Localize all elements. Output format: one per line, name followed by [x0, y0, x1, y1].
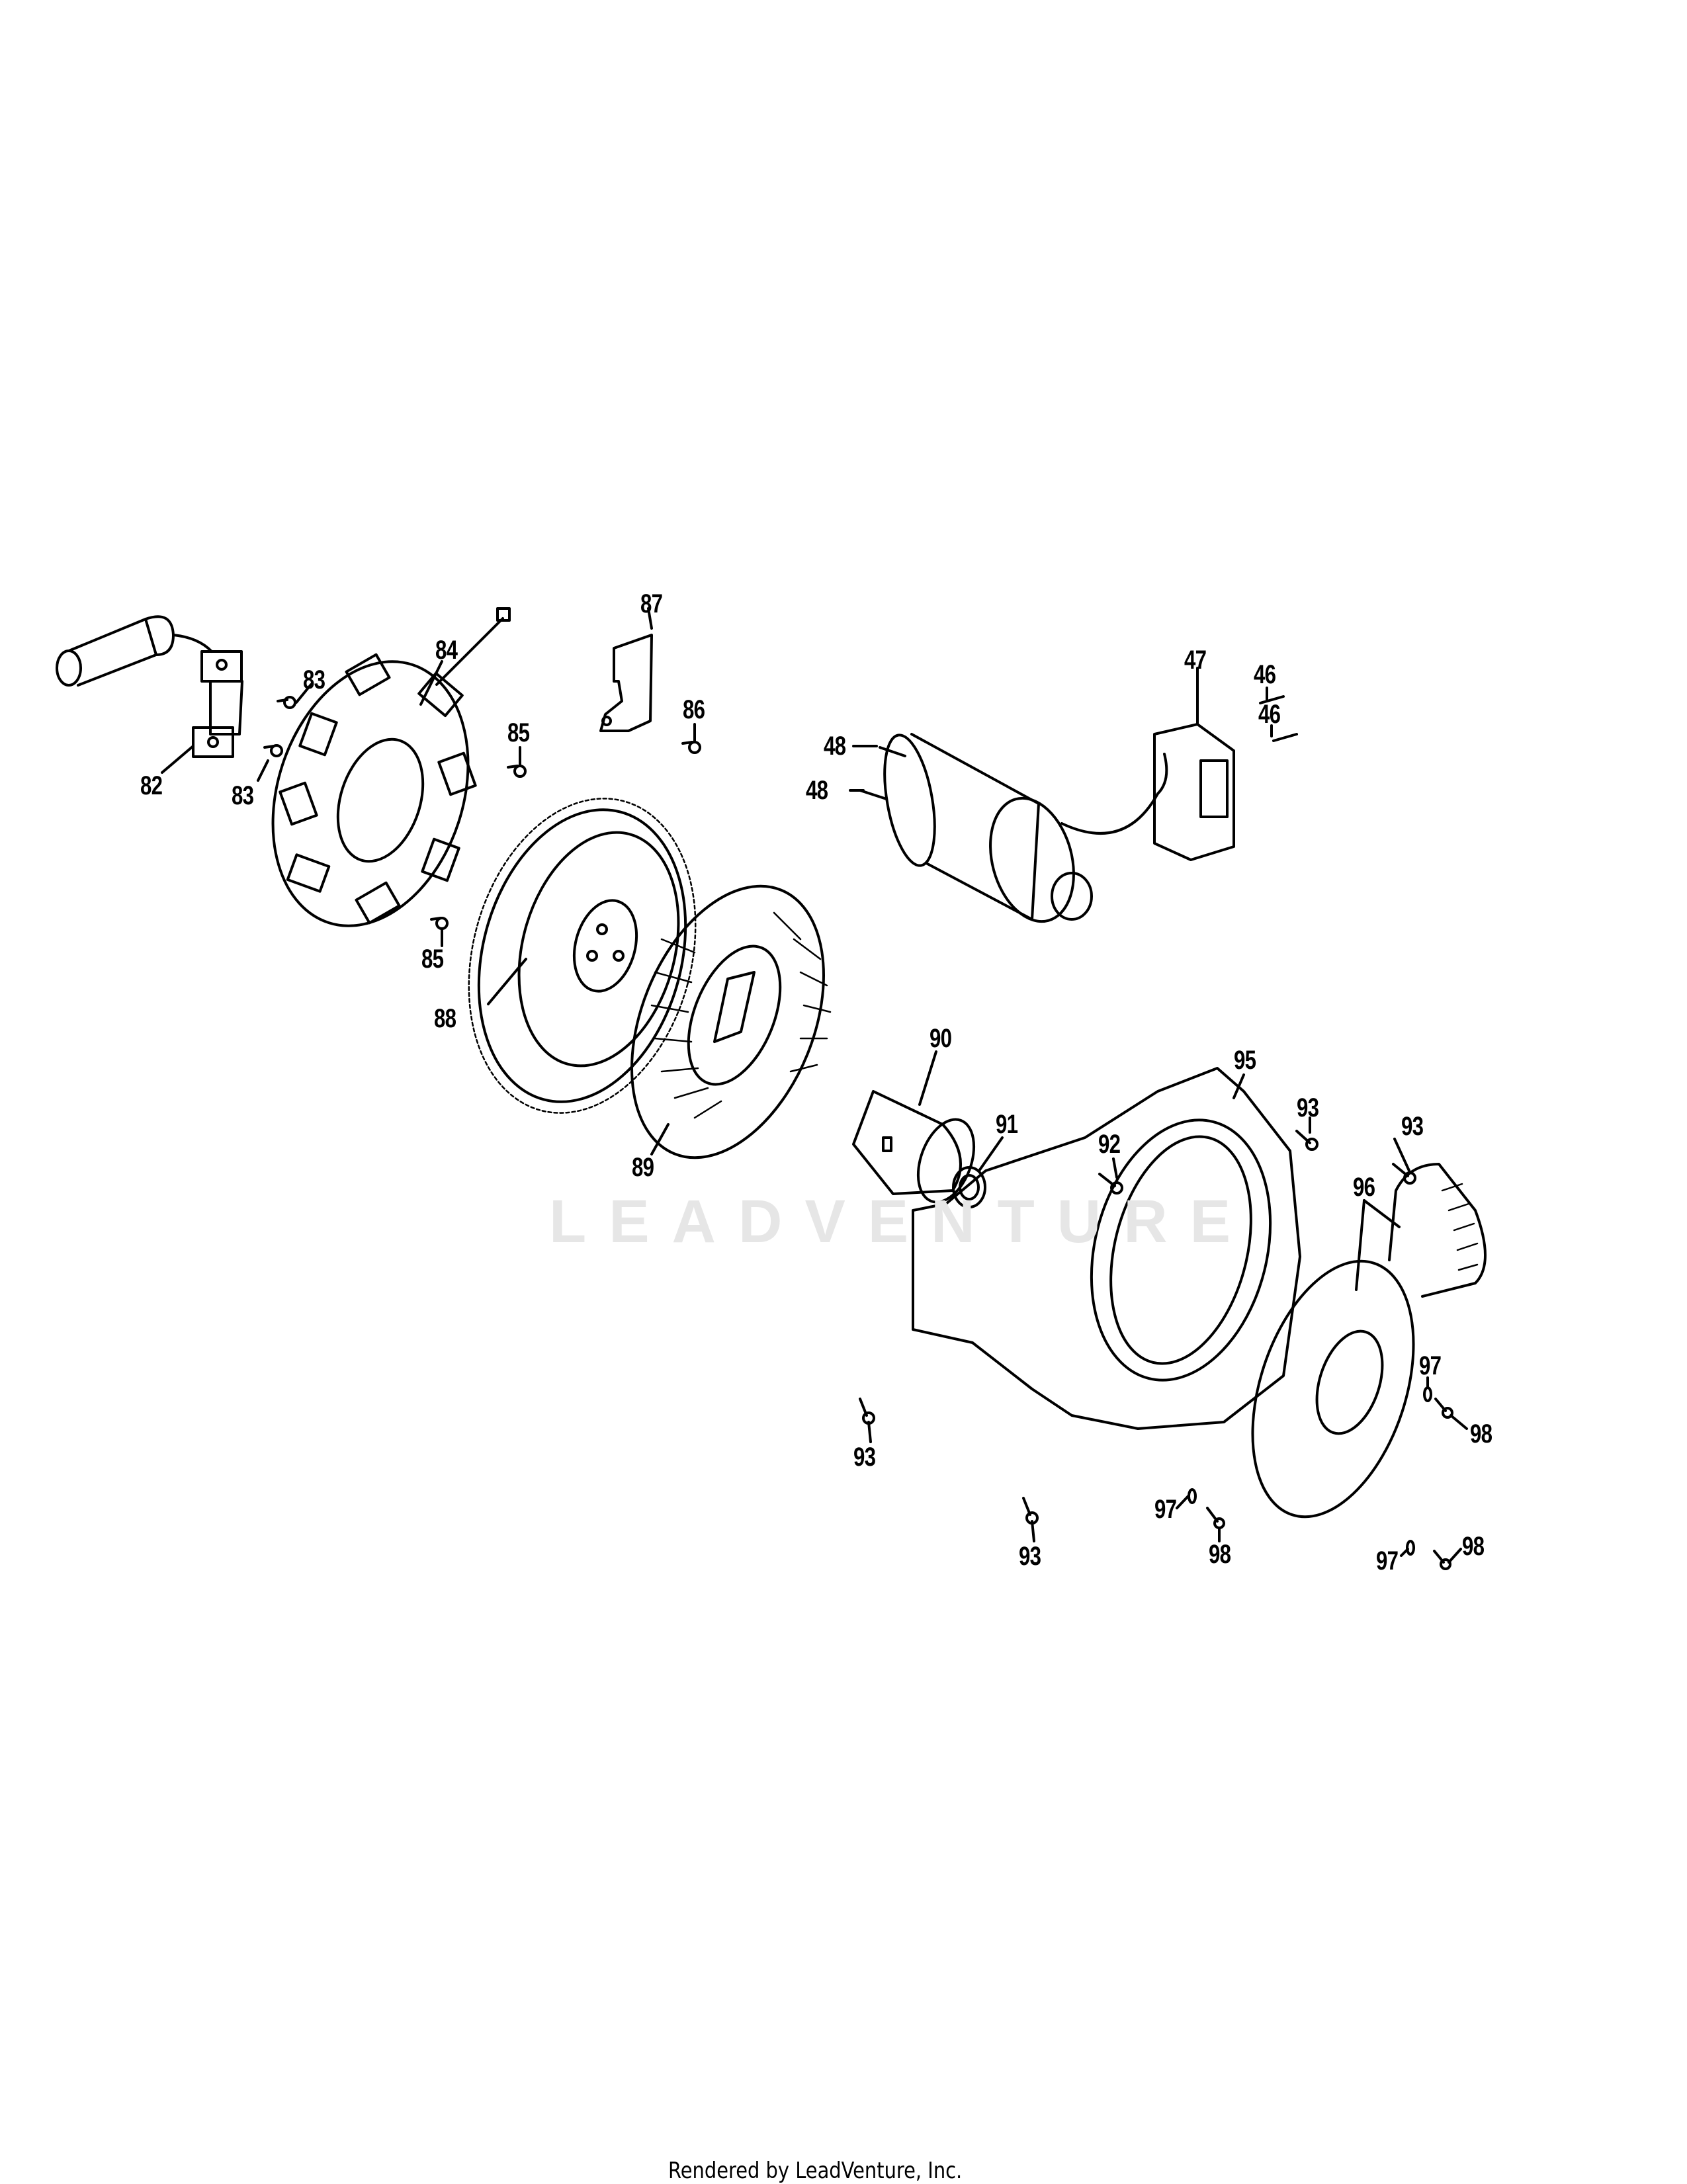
- callout-93[interactable]: 93: [1401, 1112, 1424, 1141]
- callout-96[interactable]: 96: [1353, 1173, 1375, 1202]
- watermark: LEADVENTURE: [549, 1188, 1254, 1255]
- callout-90[interactable]: 90: [930, 1024, 952, 1053]
- callout-47[interactable]: 47: [1184, 646, 1207, 675]
- callout-98[interactable]: 98: [1462, 1532, 1485, 1561]
- callout-84[interactable]: 84: [435, 636, 458, 665]
- callout-89[interactable]: 89: [632, 1153, 654, 1182]
- callout-48[interactable]: 48: [806, 776, 828, 805]
- callout-82[interactable]: 82: [140, 771, 163, 800]
- leader-lines: [161, 607, 1468, 1564]
- bracket-part: [599, 634, 653, 732]
- callout-86[interactable]: 86: [683, 695, 705, 724]
- small-bolts: [263, 696, 701, 930]
- callout-97[interactable]: 97: [1376, 1546, 1399, 1575]
- callout-83[interactable]: 83: [232, 781, 254, 810]
- callout-97[interactable]: 97: [1154, 1495, 1177, 1524]
- callout-97[interactable]: 97: [1419, 1351, 1442, 1380]
- flywheel-part: [468, 798, 697, 1114]
- callout-46[interactable]: 46: [1258, 700, 1281, 729]
- fan-housing-part: [912, 1067, 1301, 1430]
- callout-85[interactable]: 85: [507, 718, 530, 747]
- relay-box-part: [1153, 723, 1235, 861]
- callout-98[interactable]: 98: [1209, 1540, 1231, 1569]
- callout-88[interactable]: 88: [434, 1004, 456, 1033]
- callout-93[interactable]: 93: [1019, 1542, 1041, 1571]
- small-screws: [859, 695, 1298, 800]
- callout-85[interactable]: 85: [421, 945, 444, 974]
- recoil-starter-part: [1251, 1163, 1487, 1519]
- housing-bolts: [859, 1130, 1453, 1570]
- callout-91[interactable]: 91: [996, 1110, 1018, 1139]
- starter-cup-part: [852, 1090, 976, 1204]
- callout-83[interactable]: 83: [303, 665, 325, 694]
- callout-93[interactable]: 93: [1297, 1093, 1319, 1122]
- callout-46[interactable]: 46: [1254, 660, 1276, 689]
- callout-98[interactable]: 98: [1470, 1419, 1492, 1449]
- callout-92[interactable]: 92: [1098, 1130, 1121, 1159]
- starter-motor-part: [883, 733, 1168, 923]
- callout-93[interactable]: 93: [853, 1443, 876, 1472]
- footer-credit: Rendered by LeadVenture, Inc.: [668, 2158, 963, 2184]
- flange-nut-part: [952, 1166, 986, 1208]
- callout-95[interactable]: 95: [1234, 1046, 1256, 1075]
- ignition-coil-part: [56, 615, 243, 758]
- cooling-fan-part: [630, 884, 832, 1159]
- callout-87[interactable]: 87: [640, 589, 663, 618]
- stator-part: [271, 607, 511, 927]
- callout-48[interactable]: 48: [824, 732, 846, 761]
